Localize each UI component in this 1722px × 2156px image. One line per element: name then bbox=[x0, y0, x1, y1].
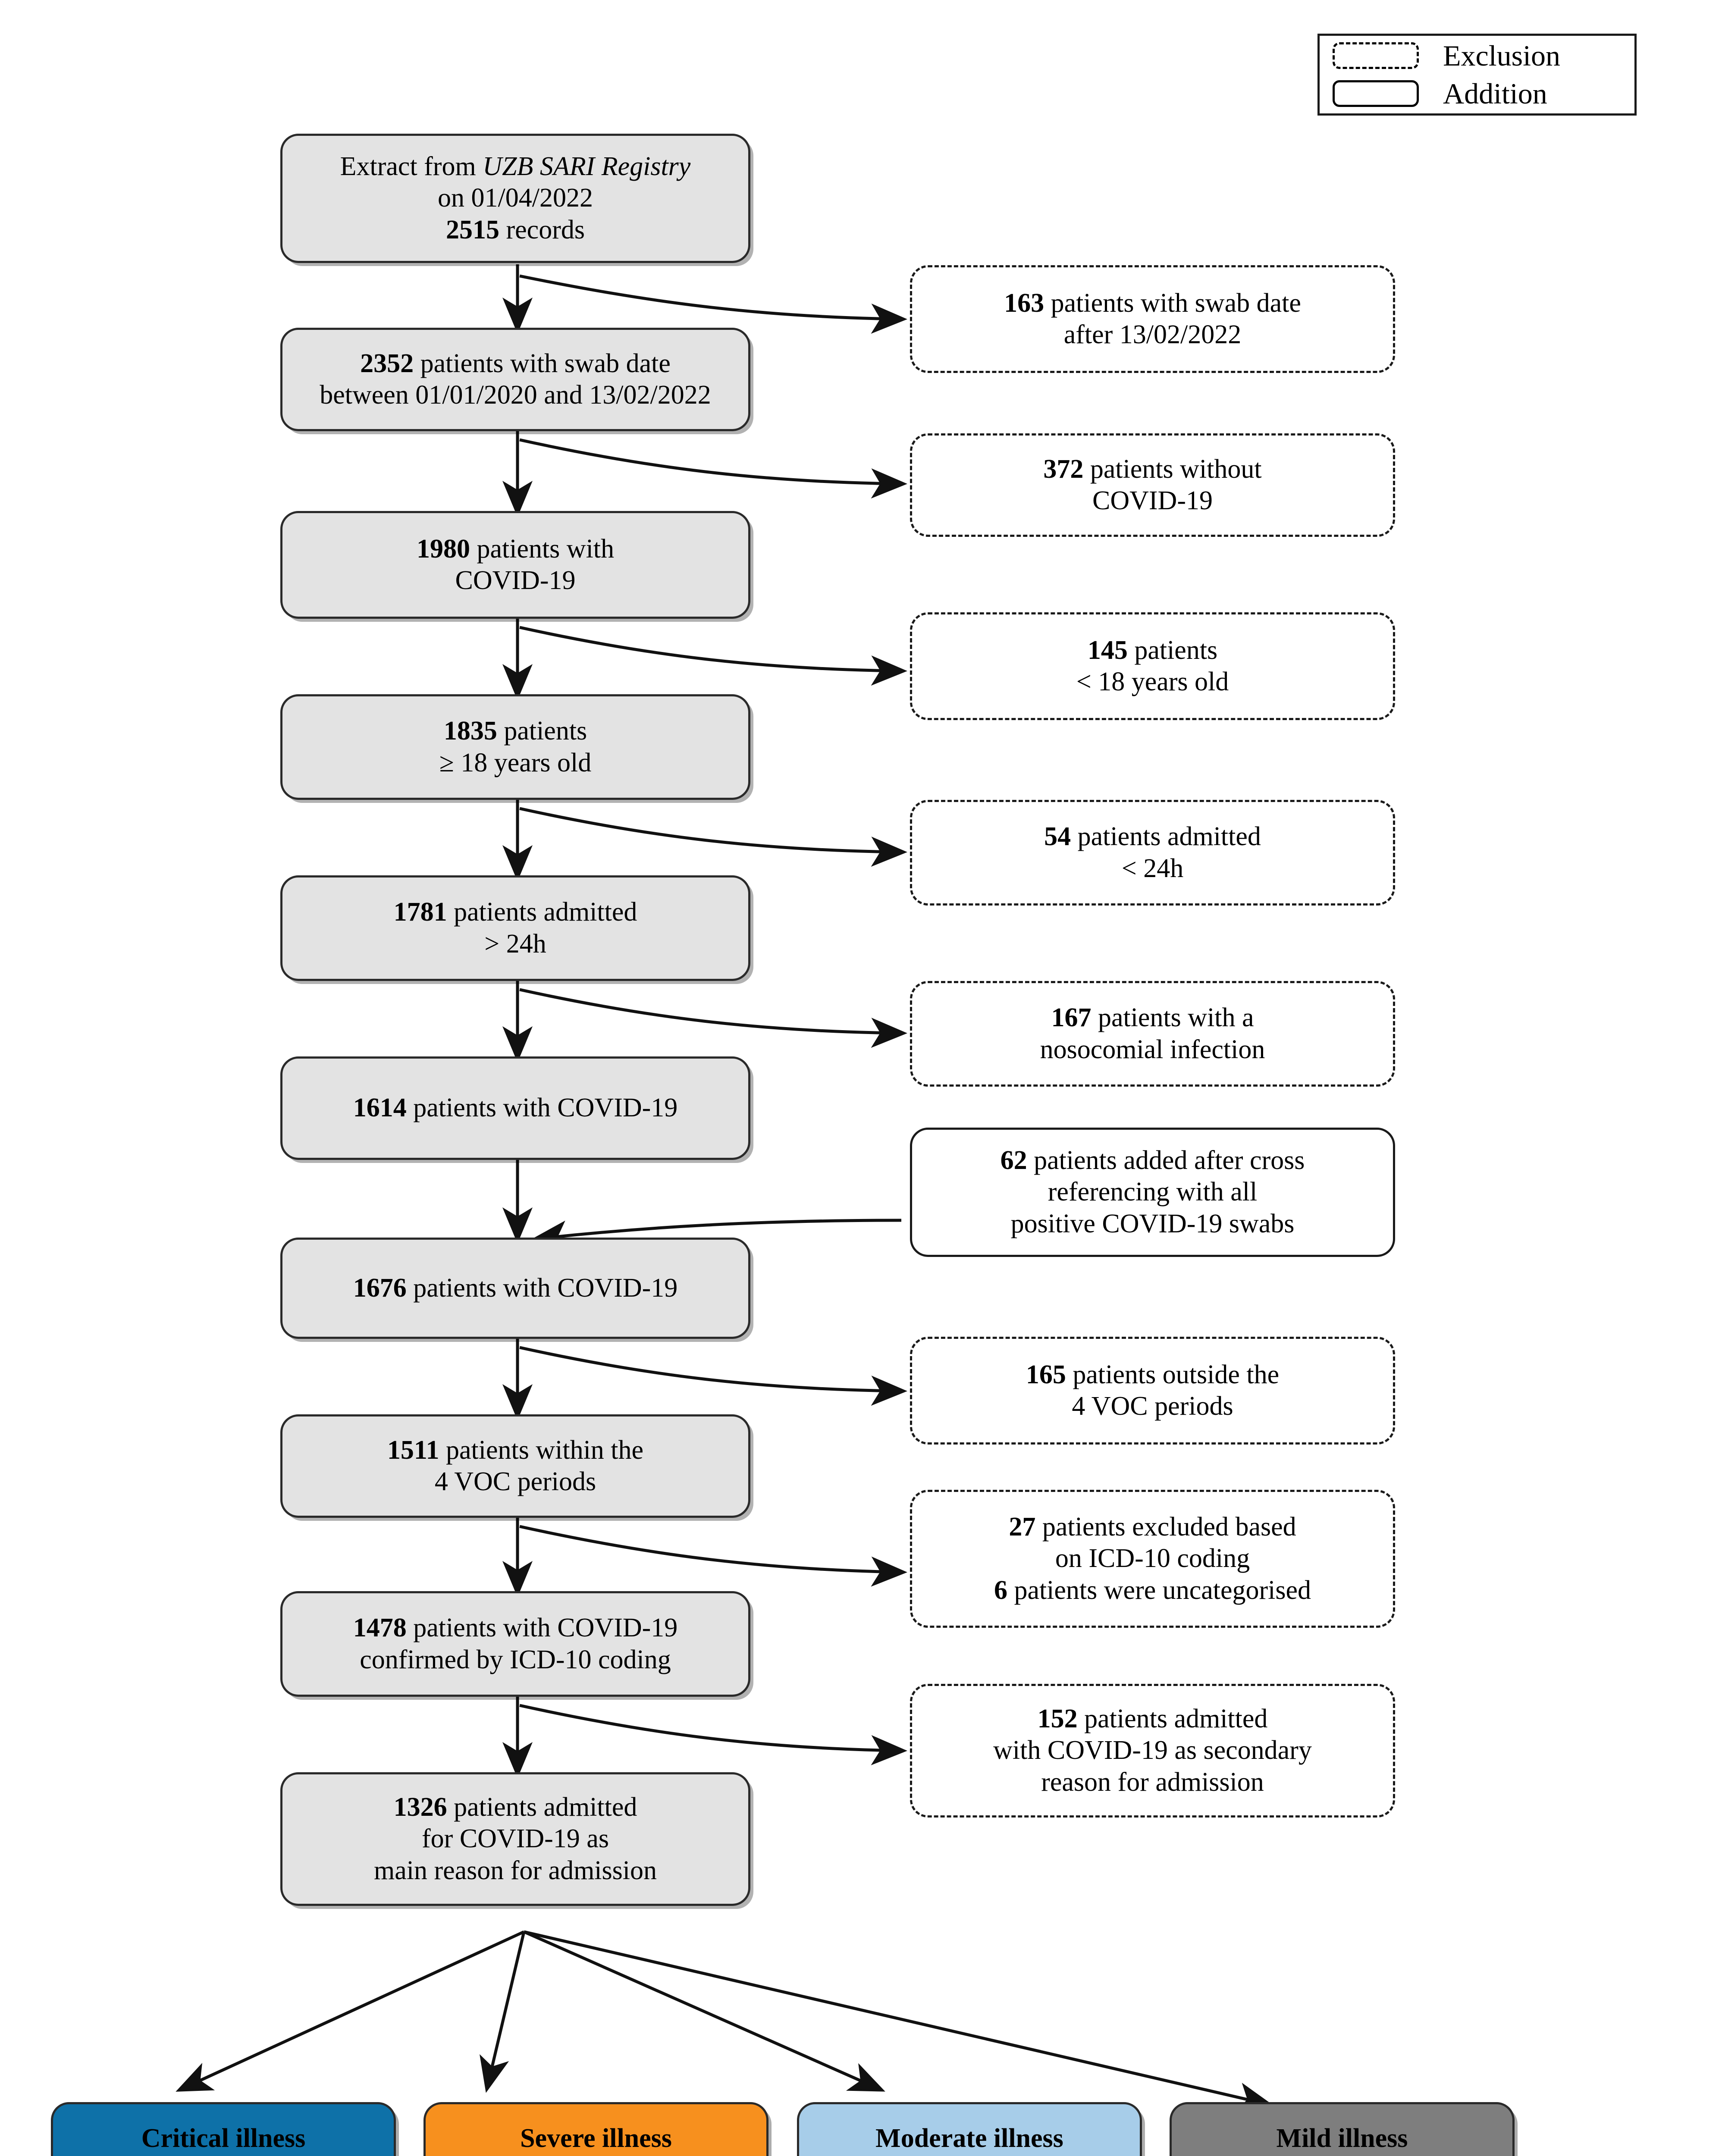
node-main1326: 1326 patients admitted for COVID-19 as m… bbox=[280, 1772, 750, 1906]
dashed-rounded-box-icon bbox=[1333, 42, 1419, 69]
legend: Exclusion Addition bbox=[1317, 34, 1637, 116]
node-swabdate: 2352 patients with swab date between 01/… bbox=[280, 328, 750, 431]
node-excl-54-count: 54 bbox=[1044, 822, 1071, 852]
node-excl-152-line2: with COVID-19 as secondary bbox=[993, 1736, 1312, 1765]
node-excl-163-line2: after 13/02/2022 bbox=[1063, 320, 1242, 349]
node-category-mild: Mild illness 16 patients bbox=[1170, 2102, 1515, 2156]
node-excl-54: 54 patients admitted < 24h bbox=[910, 800, 1395, 906]
node-excl-163: 163 patients with swab date after 13/02/… bbox=[910, 265, 1395, 373]
category-critical-title: Critical illness bbox=[141, 2124, 306, 2153]
node-icd1478-count: 1478 bbox=[353, 1613, 407, 1643]
node-excl-27-6: 27 patients excluded based on ICD-10 cod… bbox=[910, 1490, 1395, 1628]
node-excl-145-count: 145 bbox=[1087, 635, 1128, 665]
node-covid1980-line2: COVID-19 bbox=[455, 566, 576, 595]
node-extract-line1: Extract from UZB SARI Registry bbox=[340, 152, 691, 182]
node-voc1511: 1511 patients within the 4 VOC periods bbox=[280, 1414, 750, 1518]
node-extract: Extract from UZB SARI Registry on 01/04/… bbox=[280, 134, 750, 263]
node-covid1980: 1980 patients with COVID-19 bbox=[280, 511, 750, 619]
node-add-62-count: 62 bbox=[1000, 1146, 1027, 1175]
node-excl-152-line3: reason for admission bbox=[1041, 1767, 1264, 1797]
node-covid1676-count: 1676 bbox=[353, 1273, 407, 1303]
node-extract-line2: on 01/04/2022 bbox=[438, 183, 593, 213]
node-swabdate-line2: between 01/01/2020 and 13/02/2022 bbox=[320, 380, 711, 410]
solid-rounded-box-icon bbox=[1333, 80, 1419, 107]
node-swabdate-count: 2352 bbox=[360, 348, 414, 378]
node-category-critical: Critical illness 473 patients bbox=[51, 2102, 396, 2156]
node-voc1511-count: 1511 bbox=[387, 1435, 439, 1465]
node-excl-165-count: 165 bbox=[1026, 1360, 1066, 1389]
node-adults1835: 1835 patients ≥ 18 years old bbox=[280, 694, 750, 800]
category-severe-title: Severe illness bbox=[520, 2124, 672, 2153]
node-add-62-line2: referencing with all bbox=[1048, 1177, 1258, 1207]
node-excl-167-line2: nosocomial infection bbox=[1040, 1034, 1265, 1064]
node-adults1835-count: 1835 bbox=[443, 716, 497, 746]
category-moderate-title: Moderate illness bbox=[875, 2124, 1063, 2153]
node-add-62-line3: positive COVID-19 swabs bbox=[1010, 1209, 1295, 1238]
node-admitted1781: 1781 patients admitted > 24h bbox=[280, 875, 750, 981]
node-excl-372-count: 372 bbox=[1043, 454, 1084, 484]
node-excl-145: 145 patients < 18 years old bbox=[910, 612, 1395, 720]
node-main1326-count: 1326 bbox=[393, 1792, 447, 1822]
node-excl-163-count: 163 bbox=[1004, 288, 1044, 318]
node-excl-27-count: 27 bbox=[1009, 1512, 1036, 1542]
node-admitted1781-line2: > 24h bbox=[484, 929, 546, 959]
legend-item-exclusion: Exclusion bbox=[1320, 37, 1634, 75]
node-covid1676: 1676 patients with COVID-19 bbox=[280, 1238, 750, 1339]
node-excl-54-line2: < 24h bbox=[1121, 853, 1184, 883]
node-category-severe: Severe illness 701 patients bbox=[423, 2102, 768, 2156]
node-excl-167-count: 167 bbox=[1051, 1003, 1092, 1033]
node-category-moderate: Moderate illness 136 patients bbox=[797, 2102, 1142, 2156]
node-covid1614: 1614 patients with COVID-19 bbox=[280, 1056, 750, 1160]
node-icd1478: 1478 patients with COVID-19 confirmed by… bbox=[280, 1591, 750, 1697]
node-excl-145-line2: < 18 years old bbox=[1076, 667, 1229, 696]
node-add-62: 62 patients added after cross referencin… bbox=[910, 1128, 1395, 1257]
legend-label-addition: Addition bbox=[1443, 77, 1547, 110]
category-mild-title: Mild illness bbox=[1276, 2124, 1408, 2153]
node-covid1980-count: 1980 bbox=[416, 534, 470, 564]
node-excl-167: 167 patients with a nosocomial infection bbox=[910, 981, 1395, 1087]
node-icd1478-line2: confirmed by ICD-10 coding bbox=[360, 1645, 671, 1674]
node-extract-count: 2515 bbox=[446, 215, 500, 244]
node-main1326-line2: for COVID-19 as bbox=[422, 1824, 609, 1854]
node-excl-27-line2: on ICD-10 coding bbox=[1055, 1544, 1250, 1573]
node-admitted1781-count: 1781 bbox=[393, 897, 447, 927]
node-voc1511-line2: 4 VOC periods bbox=[434, 1467, 596, 1496]
node-main1326-line3: main reason for admission bbox=[373, 1855, 657, 1885]
legend-item-addition: Addition bbox=[1320, 75, 1634, 113]
node-excl-372: 372 patients without COVID-19 bbox=[910, 433, 1395, 537]
node-adults1835-line2: ≥ 18 years old bbox=[439, 748, 592, 777]
node-covid1614-count: 1614 bbox=[353, 1093, 407, 1123]
node-excl-152: 152 patients admitted with COVID-19 as s… bbox=[910, 1684, 1395, 1818]
node-excl-372-line2: COVID-19 bbox=[1092, 486, 1213, 515]
node-excl-165-line2: 4 VOC periods bbox=[1072, 1391, 1233, 1421]
node-excl-152-count: 152 bbox=[1037, 1704, 1078, 1734]
node-excl-165: 165 patients outside the 4 VOC periods bbox=[910, 1337, 1395, 1445]
node-excl-6-count: 6 bbox=[994, 1575, 1007, 1605]
legend-label-exclusion: Exclusion bbox=[1443, 39, 1560, 72]
